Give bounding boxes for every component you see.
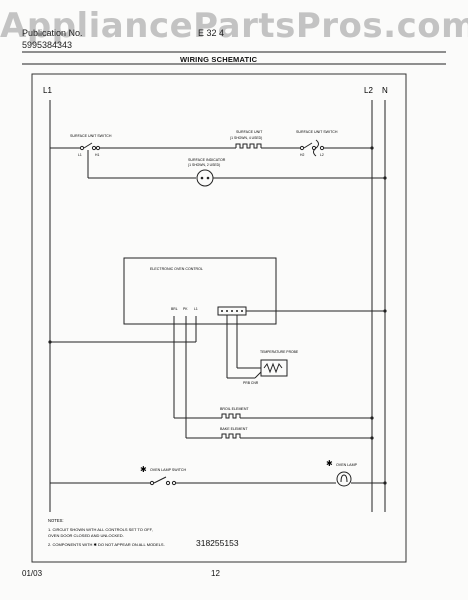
- surface-unit-label: SURFACE UNIT: [236, 130, 263, 134]
- section-title: WIRING SCHEMATIC: [180, 55, 258, 64]
- surface-indicator-label: SURFACE INDICATOR: [188, 158, 226, 162]
- terminal-label: L1: [194, 307, 198, 311]
- page-number: 12: [211, 569, 220, 578]
- bake-element-label: BAKE ELEMENT: [220, 427, 248, 431]
- probe-plug-label: PRB CNR: [243, 381, 259, 385]
- watermark: AppliancePartsPros.com: [0, 6, 468, 46]
- surface-indicator-lamp: [196, 169, 214, 187]
- notes-title: NOTES:: [48, 518, 64, 523]
- surface-unit-switch: [79, 142, 101, 151]
- terminal-label: PK: [183, 307, 188, 311]
- surface-unit-switch-label: SURFACE UNIT SWITCH: [70, 134, 112, 138]
- terminal-label: H2: [300, 153, 304, 157]
- oven-lamp-switch: [149, 476, 177, 486]
- temperature-probe: [260, 359, 288, 377]
- surface-indicator-sub-label: (1 SHOWN, 2 USED): [188, 163, 220, 167]
- part-number: 318255153: [196, 538, 239, 548]
- rail-n-label: N: [382, 86, 388, 95]
- asterisk-icon: ✱: [140, 465, 147, 474]
- oven-lamp-switch-label: OVEN LAMP SWITCH: [150, 468, 186, 472]
- rail-l1-label: L1: [43, 86, 52, 95]
- terminal-label: L2: [320, 153, 324, 157]
- surface-unit-switch-right: [299, 139, 325, 157]
- terminal-label: L1: [78, 153, 82, 157]
- surface-unit-switch-right-label: SURFACE UNIT SWITCH: [296, 130, 338, 134]
- note-line: 1. CIRCUIT SHOWN WITH ALL CONTROLS SET T…: [48, 527, 153, 532]
- oven-lamp: [336, 471, 352, 487]
- terminal-label: H1: [95, 153, 99, 157]
- broil-element-label: BROIL ELEMENT: [220, 407, 249, 411]
- footer-date: 01/03: [22, 569, 43, 578]
- oven-lamp-label: OVEN LAMP: [336, 463, 358, 467]
- surface-unit-element: [235, 143, 262, 149]
- bake-element: [221, 433, 241, 439]
- model-number: E 32 4: [198, 28, 225, 38]
- surface-unit-sub-label: (1 SHOWN, 4 USED): [230, 136, 262, 140]
- publication-label: Publication No.: [22, 28, 83, 38]
- terminal-label: BRL: [171, 307, 178, 311]
- rail-l2-label: L2: [364, 86, 373, 95]
- electronic-oven-control: [123, 257, 277, 325]
- note-line: OVEN DOOR CLOSED AND UNLOCKED.: [48, 533, 124, 538]
- broil-element: [221, 413, 241, 419]
- asterisk-icon: ✱: [326, 459, 333, 468]
- temperature-probe-label: TEMPERATURE PROBE: [260, 350, 299, 354]
- note-line: 2. COMPONENTS WITH ✱ DO NOT APPEAR ON AL…: [48, 542, 165, 547]
- electronic-oven-control-label: ELECTRONIC OVEN CONTROL: [150, 267, 203, 271]
- control-terminal-block: [217, 306, 247, 316]
- publication-number: 5995384343: [22, 40, 73, 50]
